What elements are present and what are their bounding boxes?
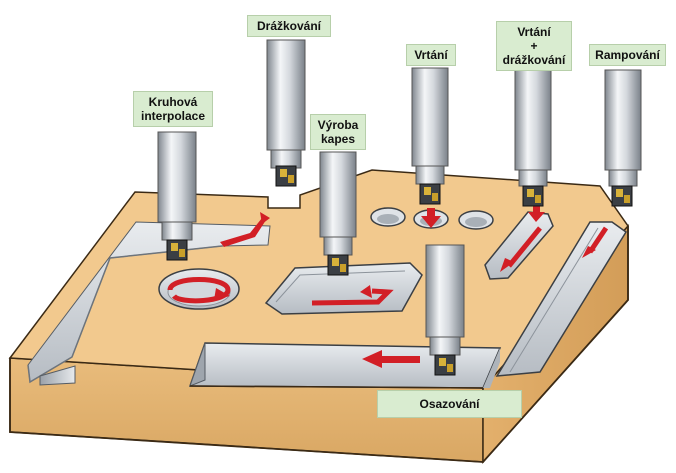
label-kruhova-line2: interpolace [140, 109, 206, 123]
label-drazkovani: Drážkování [247, 15, 331, 37]
arrow-circular [167, 277, 231, 304]
label-osazovani-text: Osazování [419, 397, 480, 411]
label-rampovani-text: Rampování [595, 48, 660, 62]
label-vrtani-drazkovani: Vrtání + drážkování [496, 21, 572, 71]
tool-rampovani [604, 69, 642, 207]
label-vrtani-text: Vrtání [414, 48, 448, 62]
ramp-channel [495, 221, 628, 377]
arrow-slot [220, 218, 266, 247]
arrow-drill-slot-down [533, 206, 540, 214]
label-vd-line3: drážkování [502, 53, 566, 67]
step-notch [483, 348, 500, 388]
label-drazkovani-text: Drážkování [256, 19, 322, 33]
label-kruhova-interpolace: Kruhová interpolace [133, 91, 213, 127]
tool-vyroba-kapes [319, 151, 357, 276]
label-kruhova-line1: Kruhová [148, 95, 198, 109]
label-vyroba-kapes: Výroba kapes [310, 114, 366, 150]
label-osazovani: Osazování [377, 390, 522, 418]
label-vyroba-line2: kapes [320, 132, 356, 146]
label-vrtani: Vrtání [406, 44, 456, 66]
tool-vrtani [411, 67, 449, 205]
label-vd-line2: + [530, 39, 538, 53]
arrow-ramp [587, 226, 609, 254]
label-rampovani: Rampování [589, 44, 666, 66]
arrow-drill [427, 208, 435, 218]
tool-vrtani-drazkovani [514, 69, 552, 207]
arrow-shoulder [380, 356, 420, 363]
label-vyroba-line1: Výroba [317, 118, 359, 132]
pocket [264, 262, 423, 315]
tool-kruhova-interpolace [157, 131, 197, 261]
arrow-drill-slot [507, 226, 542, 268]
tool-osazovani [425, 244, 465, 376]
tool-drazkovani [266, 39, 306, 187]
label-vd-line1: Vrtání [517, 25, 551, 39]
arrow-pocket [311, 288, 394, 306]
red-arrows [167, 206, 609, 368]
